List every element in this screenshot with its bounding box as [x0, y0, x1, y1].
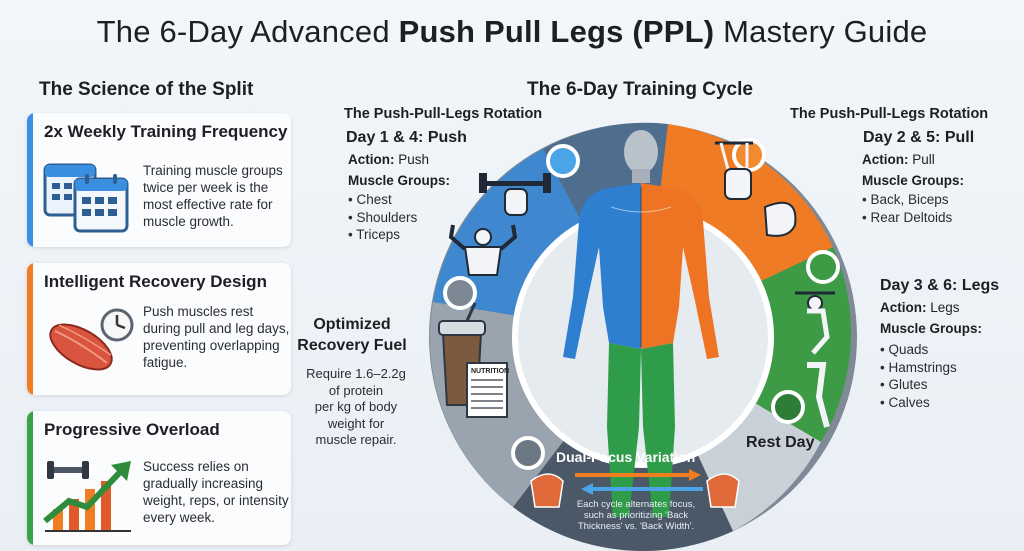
- back-muscle-right-icon: [706, 473, 740, 508]
- push-day-label: Day 1 & 4: Push: [346, 129, 467, 146]
- card-recovery: Intelligent Recovery Design Push muscles…: [27, 263, 291, 395]
- rest-day-label: Rest Day: [746, 434, 815, 451]
- bicep-flex-icon: [763, 201, 797, 237]
- dual-desc-line: Each cycle alternates focus,: [576, 499, 696, 510]
- page-title: The 6-Day Advanced Push Pull Legs (PPL) …: [0, 14, 1024, 50]
- title-prefix: The 6-Day Advanced: [96, 14, 399, 49]
- list-item: Triceps: [348, 226, 417, 244]
- legs-action: Action: Legs: [880, 300, 960, 315]
- nutrition-label-text: NUTRITION: [471, 368, 509, 375]
- card-accent-bar: [27, 263, 33, 395]
- flex-pose-icon: [448, 224, 518, 276]
- muscle-clock-icon: [41, 303, 137, 388]
- rest-dot: [771, 390, 805, 424]
- pull-day-label: Day 2 & 5: Pull: [863, 129, 975, 146]
- back-muscle-left-icon: [530, 473, 564, 508]
- growth-chart-icon: [41, 451, 137, 540]
- card-frequency: 2x Weekly Training Frequency Training mu…: [27, 113, 291, 247]
- training-cycle-wheel: NUTRITION: [429, 122, 857, 551]
- card-description: Push muscles rest during pull and leg da…: [143, 304, 290, 370]
- push-groups-list: Chest Shoulders Triceps: [348, 191, 417, 244]
- fuel-desc-line: weight for: [327, 415, 385, 431]
- list-item: Hamstrings: [880, 359, 956, 377]
- push-groups-label: Muscle Groups:: [348, 173, 451, 188]
- squat-icon: [795, 291, 835, 355]
- dual-desc-line: Thickness' vs. 'Back Width'.: [577, 521, 695, 532]
- card-title: 2x Weekly Training Frequency: [44, 122, 288, 141]
- card-overload: Progressive Overload Success relies on g…: [27, 411, 291, 545]
- cycle-heading: The 6-Day Training Cycle: [527, 79, 753, 100]
- pullup-icon: [715, 141, 753, 200]
- fuel-desc-line: of protein: [328, 382, 384, 398]
- nutrition-label-icon: NUTRITION: [466, 362, 509, 418]
- dual-arrows-icon: [575, 469, 703, 495]
- bench-press-icon: [479, 173, 551, 216]
- pull-rotation-label: The Push-Pull-Legs Rotation: [790, 106, 989, 122]
- fuel-desc-line: Require 1.6–2.2g: [306, 366, 406, 381]
- card-accent-bar: [27, 113, 33, 247]
- fuel-desc-line: muscle repair.: [315, 432, 397, 447]
- title-bold: Push Pull Legs (PPL): [398, 14, 715, 49]
- push-action: Action: Push: [348, 152, 430, 167]
- legs-dot: [806, 250, 840, 284]
- calendar-icon: [41, 159, 133, 240]
- pull-action: Action: Pull: [862, 152, 935, 167]
- science-heading: The Science of the Split: [39, 79, 254, 100]
- legs-day-label: Day 3 & 6: Legs: [880, 277, 1000, 294]
- list-item: Chest: [348, 191, 417, 209]
- dual-dot: [511, 436, 545, 470]
- list-item: Quads: [880, 341, 957, 359]
- fuel-title-line: Recovery Fuel: [297, 337, 407, 354]
- list-item: Calves: [880, 394, 957, 412]
- dual-desc-line: such as prioritizing 'Back: [583, 510, 689, 521]
- card-accent-bar: [27, 411, 33, 545]
- card-title: Progressive Overload: [44, 420, 220, 439]
- push-rotation-label: The Push-Pull-Legs Rotation: [344, 106, 543, 122]
- legs-groups-label: Muscle Groups:: [880, 321, 983, 336]
- legs-groups-list: Quads Hamstrings Glutes Calves: [880, 341, 957, 412]
- fuel-description: Require 1.6–2.2g of protein per kg of bo…: [300, 366, 412, 449]
- list-item: Glutes: [880, 376, 957, 394]
- card-description: Success relies on gradually increasing w…: [143, 459, 289, 525]
- fuel-dot: [443, 276, 477, 310]
- fuel-title-line: Optimized: [313, 316, 391, 333]
- pull-groups-label: Muscle Groups:: [862, 173, 965, 188]
- dual-focus-description: Each cycle alternates focus, such as pri…: [566, 499, 706, 532]
- title-suffix: Mastery Guide: [714, 14, 928, 49]
- dual-focus-title: Dual-Focus Variation: [556, 449, 696, 465]
- leg-stretch-icon: [807, 362, 830, 428]
- card-description: Training muscle groups twice per week is…: [143, 163, 283, 229]
- card-title: Intelligent Recovery Design: [44, 272, 267, 291]
- list-item: Shoulders: [348, 209, 417, 227]
- fuel-desc-line: per kg of body: [314, 399, 398, 414]
- list-item: Back, Biceps: [862, 191, 952, 209]
- pull-groups-list: Back, Biceps Rear Deltoids: [862, 191, 952, 226]
- push-dot: [546, 144, 580, 178]
- list-item: Rear Deltoids: [862, 209, 952, 227]
